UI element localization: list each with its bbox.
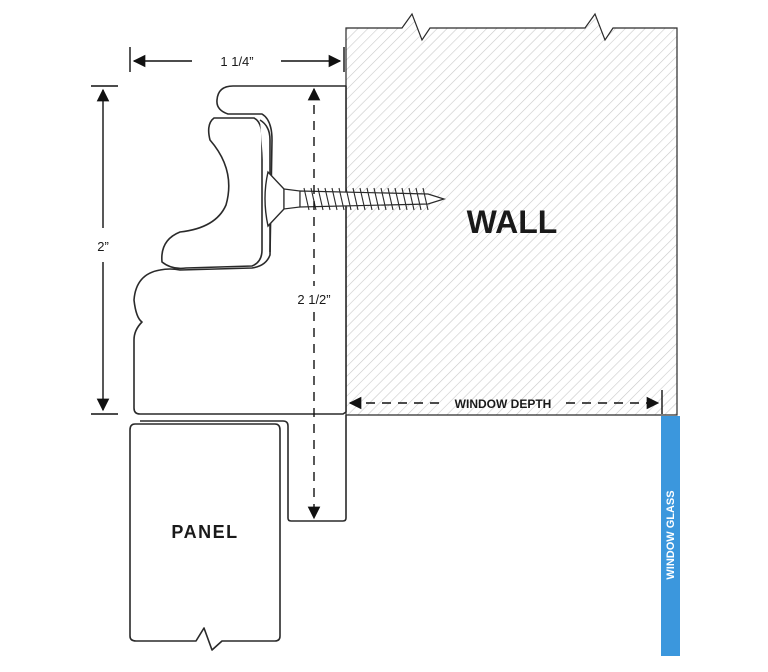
wall-label: WALL — [467, 204, 558, 240]
dimension-height: 2” — [91, 85, 118, 415]
dimension-height-label: 2” — [97, 239, 109, 254]
window-glass: WINDOW GLASS — [661, 416, 680, 656]
dimension-width: 1 1/4” — [129, 47, 345, 72]
window-depth-label: WINDOW DEPTH — [455, 397, 552, 411]
dimension-window-depth: WINDOW DEPTH — [348, 390, 663, 414]
panel-block: PANEL — [129, 423, 281, 651]
dimension-depth-label: 2 1/2” — [297, 292, 330, 307]
wall-block: WALL — [345, 12, 678, 416]
dimension-depth: 2 1/2” — [297, 87, 331, 520]
trim-outline — [133, 85, 347, 415]
window-return — [140, 415, 347, 522]
trim-cove — [161, 117, 263, 270]
dimension-width-label: 1 1/4” — [220, 54, 253, 69]
screw-icon — [264, 170, 447, 228]
window-glass-label: WINDOW GLASS — [665, 490, 677, 579]
panel-label: PANEL — [171, 522, 238, 542]
